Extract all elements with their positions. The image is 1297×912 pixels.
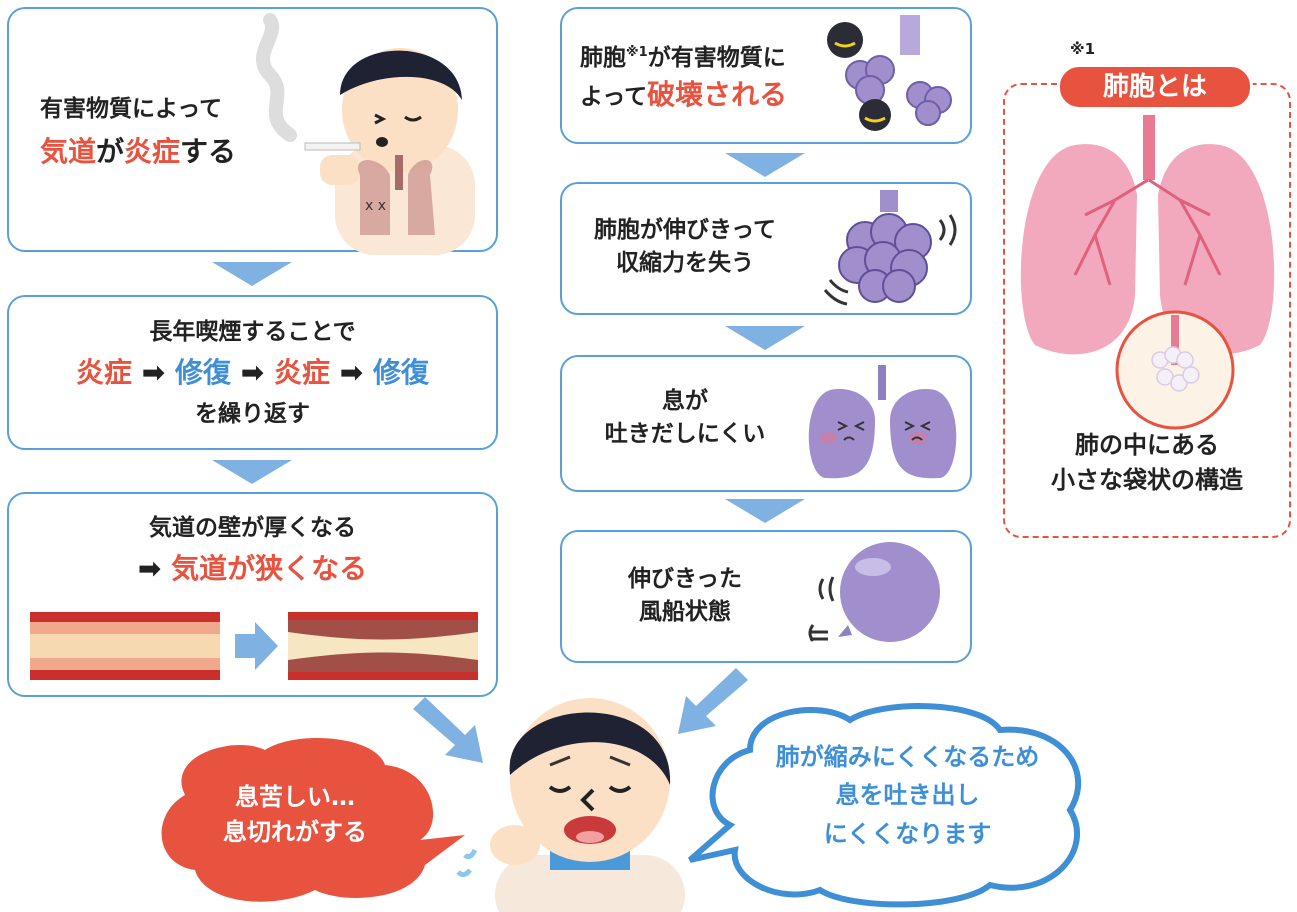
particle: が bbox=[96, 135, 125, 169]
balloon-illustration bbox=[808, 542, 940, 642]
airway-cross-section-illustration bbox=[30, 612, 478, 680]
arrow-down-3 bbox=[725, 153, 805, 177]
arrow-right-icon: ➡ bbox=[240, 356, 265, 390]
word-inflammation: 炎症 bbox=[273, 356, 330, 390]
arrow-down-4 bbox=[725, 326, 805, 350]
bubble-left-shape bbox=[161, 738, 466, 902]
line: 肺胞※1が有害物質に bbox=[580, 42, 830, 75]
line: 肺の中にある bbox=[1075, 431, 1219, 459]
cycle-line: 炎症 ➡ 修復 ➡ 炎症 ➡ 修復 bbox=[7, 353, 498, 394]
tired-lungs-illustration bbox=[808, 365, 957, 479]
box-alveoli-stretched-text: 肺胞が伸びきって 収縮力を失う bbox=[560, 214, 810, 281]
box-hard-to-exhale-text: 息が 吐きだしにくい bbox=[560, 385, 810, 452]
line: 小さな袋状の構造 bbox=[1051, 465, 1243, 494]
footnote-mark: ※1 bbox=[626, 45, 648, 60]
line: 肺が縮みにくくなるため bbox=[775, 743, 1040, 771]
diagonal-arrow-left bbox=[413, 697, 483, 763]
line: にくくなります bbox=[823, 819, 992, 848]
stretched-alveoli-illustration bbox=[823, 190, 957, 306]
box-airway-narrowing-text: 気道の壁が厚くなる ➡ 気道が狭くなる bbox=[7, 512, 498, 590]
alveoli-damage-illustration bbox=[827, 15, 952, 131]
text: が有害物質に bbox=[647, 45, 786, 71]
box-repeated-smoking-text: 長年喫煙することで 炎症 ➡ 修復 ➡ 炎症 ➡ 修復 を繰り返す bbox=[7, 316, 498, 431]
word-repair: 修復 bbox=[175, 356, 232, 390]
line: 収縮力を失う bbox=[616, 250, 754, 277]
text: よって bbox=[580, 84, 648, 111]
alveoli-badge: 肺胞とは bbox=[1057, 64, 1253, 110]
box-airway-inflammation-text: 有害物質によって 気道が炎症する bbox=[40, 93, 260, 173]
line: 長年喫煙することで bbox=[149, 319, 356, 345]
line: 吐きだしにくい bbox=[604, 421, 766, 448]
line: 風船状態 bbox=[639, 599, 731, 626]
arrow-right-icon: ➡ bbox=[137, 552, 162, 586]
line: 息を吐き出し bbox=[835, 781, 980, 810]
alveoli-definition-text: 肺の中にある 小さな袋状の構造 bbox=[1003, 428, 1291, 498]
term-alveoli: 肺胞 bbox=[580, 45, 626, 71]
emph-airway: 気道 bbox=[40, 135, 97, 169]
emph-line: 気道が炎症する bbox=[40, 132, 260, 173]
box-repeated-smoking bbox=[7, 295, 498, 450]
emph-destroyed: 破壊される bbox=[647, 78, 788, 112]
word-repair: 修復 bbox=[372, 356, 429, 390]
distressed-boy-illustration bbox=[456, 698, 685, 912]
line: を繰り返す bbox=[195, 400, 310, 427]
bubble-right-text: 肺が縮みにくくなるため 息を吐き出し にくくなります bbox=[735, 738, 1080, 853]
box-alveoli-destroyed-text: 肺胞※1が有害物質に よって破壊される bbox=[580, 42, 830, 116]
smoking-boy-illustration: x x bbox=[256, 13, 475, 255]
line: よって破壊される bbox=[580, 75, 830, 116]
line: 息苦しい… bbox=[235, 783, 355, 811]
line: 有害物質によって bbox=[40, 96, 223, 122]
arrow-right-icon: ➡ bbox=[141, 356, 166, 390]
arrow-right-icon: ➡ bbox=[339, 356, 364, 390]
emph-narrow: 気道が狭くなる bbox=[171, 552, 368, 586]
footnote-label: ※1 bbox=[1070, 40, 1096, 58]
line: 肺胞が伸びきって bbox=[594, 217, 776, 243]
diagonal-arrow-right bbox=[678, 668, 748, 734]
emph-inflammation: 炎症 bbox=[124, 135, 181, 169]
word-inflammation: 炎症 bbox=[76, 356, 133, 390]
lungs-illustration bbox=[1020, 115, 1275, 430]
svg-text:x x: x x bbox=[365, 198, 386, 214]
arrow-down-2 bbox=[212, 460, 292, 484]
line: 息切れがする bbox=[223, 817, 367, 846]
line: 気道の壁が厚くなる bbox=[149, 515, 356, 541]
emph-line: ➡ 気道が狭くなる bbox=[7, 549, 498, 590]
box-balloon-state-text: 伸びきった 風船状態 bbox=[560, 563, 810, 630]
line: 息が bbox=[662, 388, 708, 414]
verb: する bbox=[180, 135, 237, 169]
bubble-right-shape bbox=[688, 703, 1082, 908]
line: 伸びきった bbox=[627, 566, 743, 592]
arrow-down-1 bbox=[212, 262, 292, 286]
bubble-left-text: 息苦しい… 息切れがする bbox=[165, 780, 425, 850]
arrow-down-5 bbox=[725, 499, 805, 523]
